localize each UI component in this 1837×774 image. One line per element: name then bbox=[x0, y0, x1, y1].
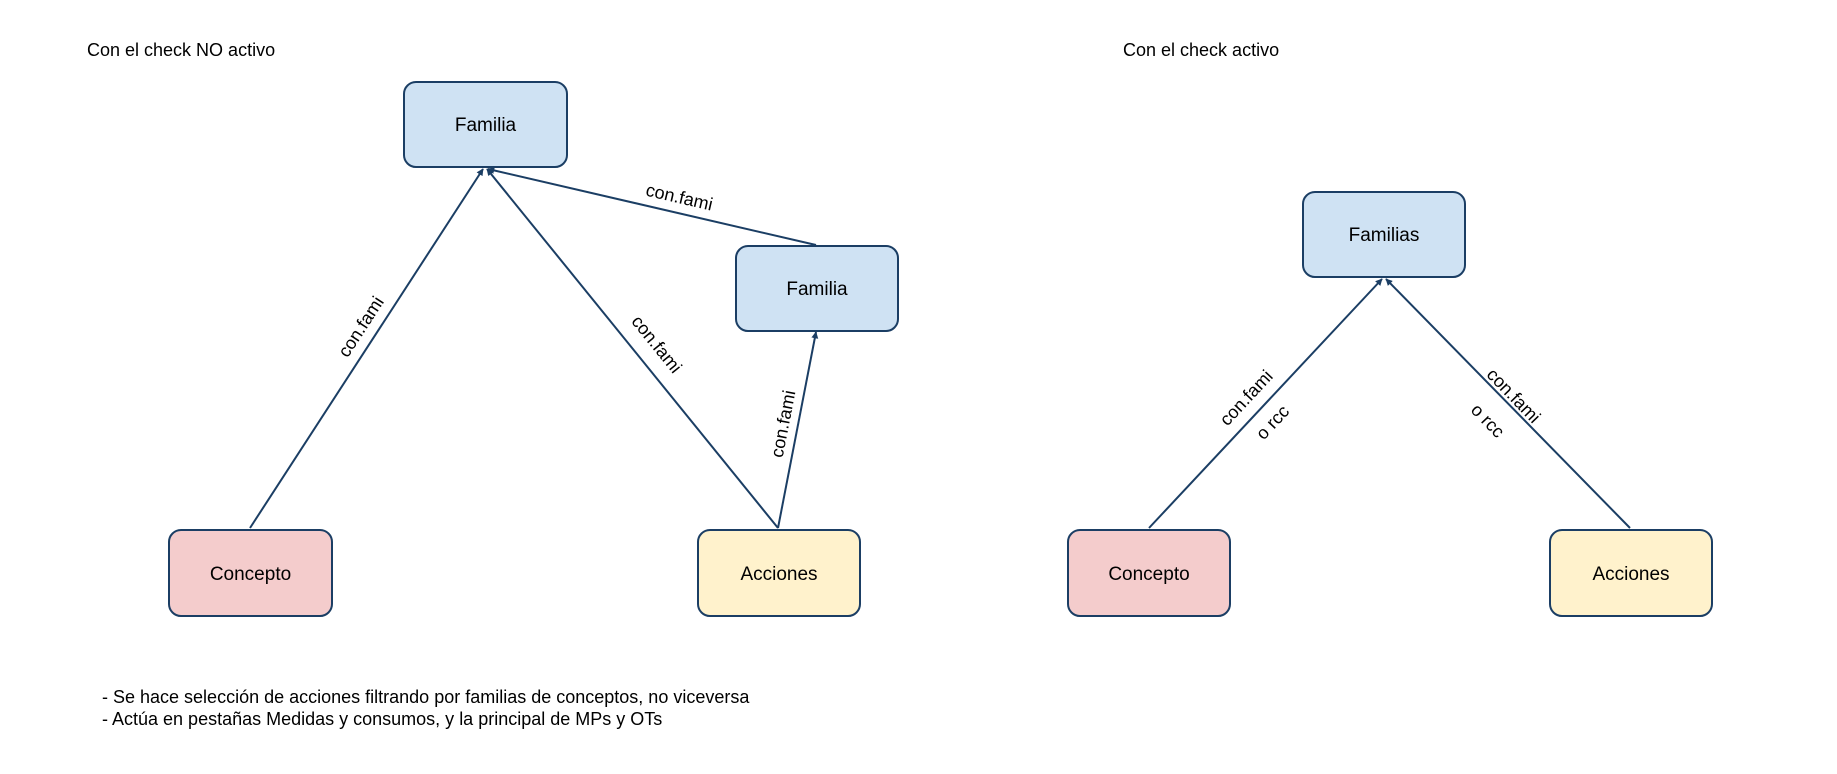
edge-acciones-to-familia bbox=[486, 168, 779, 529]
edge-familia-right-to-familia bbox=[487, 167, 817, 246]
node-familias-label: Familias bbox=[1349, 225, 1420, 246]
edge-label-acciones-to-familia: con.fami bbox=[627, 311, 685, 376]
node-concepto-right: Concepto bbox=[1067, 529, 1231, 617]
left-panel-title: Con el check NO activo bbox=[87, 40, 275, 60]
node-acciones-right: Acciones bbox=[1549, 529, 1713, 617]
note-line-2: - Actúa en pestañas Medidas y consumos, … bbox=[102, 709, 662, 729]
edge-label-familia-right-to-familia: con.fami bbox=[644, 180, 715, 215]
node-acciones-left-label: Acciones bbox=[740, 564, 817, 585]
edge-concepto-to-familias bbox=[1148, 278, 1383, 529]
edge-acciones-to-familia-right bbox=[777, 331, 819, 529]
edge-label-acciones-to-familias: con.fami o rcc bbox=[1467, 364, 1544, 442]
edge-label-concepto-line2: o rcc bbox=[1252, 401, 1293, 443]
node-acciones-right-label: Acciones bbox=[1592, 564, 1669, 585]
node-acciones-left: Acciones bbox=[697, 529, 861, 617]
right-panel-title: Con el check activo bbox=[1123, 40, 1279, 60]
node-familia-right: Familia bbox=[735, 245, 899, 332]
node-concepto-left: Concepto bbox=[168, 529, 333, 617]
node-familias: Familias bbox=[1302, 191, 1466, 278]
edge-label-acciones-to-familia-right: con.fami bbox=[767, 389, 800, 460]
node-familia-top-label: Familia bbox=[455, 115, 517, 136]
node-concepto-left-label: Concepto bbox=[210, 564, 291, 585]
edge-concepto-to-familia bbox=[249, 168, 484, 529]
edge-acciones-to-familias bbox=[1385, 278, 1631, 529]
node-concepto-right-label: Concepto bbox=[1108, 564, 1189, 585]
notes-block: - Se hace selección de acciones filtrand… bbox=[102, 687, 750, 729]
edge-label-acciones-line2: o rcc bbox=[1467, 400, 1508, 442]
note-line-1: - Se hace selección de acciones filtrand… bbox=[102, 687, 750, 707]
node-familia-top: Familia bbox=[403, 81, 568, 168]
node-familia-right-label: Familia bbox=[786, 279, 848, 300]
